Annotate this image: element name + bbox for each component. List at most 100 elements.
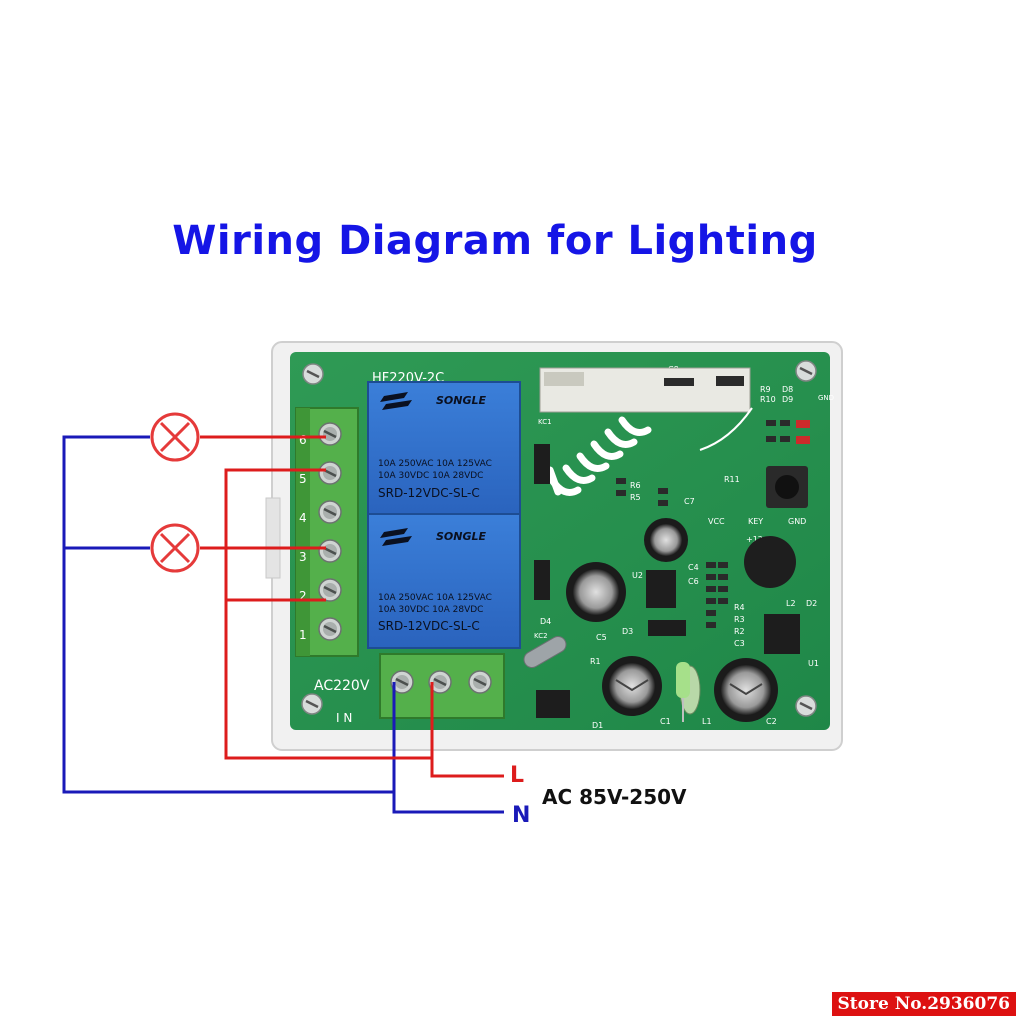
- capacitor-c1: [602, 656, 662, 716]
- label-l1: L1: [702, 717, 712, 726]
- rf-crystal: [544, 372, 584, 386]
- label-r3: R3: [734, 615, 745, 624]
- label-u2: U2: [632, 571, 643, 580]
- lamp-2-icon: [150, 523, 200, 573]
- antenna-wire: [699, 407, 753, 451]
- lamp-1-icon: [150, 412, 200, 462]
- label-c4: C4: [688, 563, 699, 572]
- label-plus12: +12: [746, 535, 763, 544]
- diode-d4: [534, 560, 550, 600]
- input-terminal-block: [379, 653, 505, 719]
- live-label: L: [510, 763, 524, 788]
- mount-screw: [301, 362, 325, 386]
- label-d1: D1: [592, 721, 603, 730]
- relay-2-rating-1: 10A 250VAC 10A 125VAC: [378, 593, 492, 603]
- label-c5: C5: [596, 633, 607, 642]
- neutral-wire-lamps: [62, 435, 394, 794]
- capacitor-c7: [644, 518, 688, 562]
- smd-diode: [664, 378, 694, 386]
- label-r10: R10: [760, 395, 776, 404]
- label-d2: D2: [806, 599, 817, 608]
- live-wiring: [200, 435, 504, 778]
- bridge-rectifier-d1: [536, 690, 570, 718]
- diode-kc1: [534, 444, 550, 484]
- smd-component: [716, 376, 744, 386]
- diode-d3: [648, 620, 686, 636]
- label-u1: U1: [808, 659, 819, 668]
- in-label: I N: [336, 711, 352, 725]
- voltage-label: AC 85V-250V: [542, 785, 687, 809]
- label-r2: R2: [734, 627, 745, 636]
- label-r11: R11: [724, 475, 740, 484]
- label-c6: C6: [688, 577, 699, 586]
- label-r4: R4: [734, 603, 745, 612]
- terminal-number: 3: [299, 550, 307, 564]
- label-kc2: KC2: [534, 632, 548, 640]
- label-kc1: KC1: [538, 418, 552, 426]
- terminal-number: 5: [299, 472, 307, 486]
- label-c3: C3: [734, 639, 745, 648]
- relay-1-model: SRD-12VDC-SL-C: [378, 486, 480, 500]
- neutral-wire-input: [392, 682, 504, 814]
- relay-1-brand: SONGLE: [436, 394, 487, 407]
- terminal-screw-2[interactable]: [317, 577, 343, 603]
- songle-logo-icon: [380, 392, 412, 410]
- store-watermark: Store No.2936076: [831, 992, 1016, 1016]
- capacitor-c2: [714, 658, 778, 722]
- live-wire-common: [224, 468, 432, 760]
- capacitor-c5: [566, 562, 626, 622]
- input-screw-3[interactable]: [467, 669, 493, 695]
- varistor-kc2: [523, 636, 567, 668]
- mount-screw: [300, 692, 324, 716]
- label-r6: R6: [630, 481, 641, 490]
- terminal-screw-1[interactable]: [317, 616, 343, 642]
- label-vcc: VCC: [708, 517, 725, 526]
- terminal-screw-5[interactable]: [317, 460, 343, 486]
- ic-u1: [764, 614, 800, 654]
- label-gnd-top: GND: [818, 394, 834, 402]
- key-cap: [775, 475, 799, 499]
- relay-2-rating-2: 10A 30VDC 10A 28VDC: [378, 605, 483, 615]
- terminal-number: 6: [299, 433, 307, 447]
- label-d3: D3: [622, 627, 633, 636]
- ic-u2: [646, 570, 676, 608]
- smd-resistor-array: [616, 420, 790, 628]
- label-r5: R5: [630, 493, 641, 502]
- terminal-number: 2: [299, 589, 307, 603]
- diagram-title: Wiring Diagram for Lighting: [172, 218, 818, 264]
- label-c7: C7: [684, 497, 695, 506]
- label-c1: C1: [660, 717, 671, 726]
- relay-2-brand: SONGLE: [436, 530, 487, 543]
- relay-1: SONGLE 10A 250VAC 10A 125VAC 10A 30VDC 1…: [367, 381, 521, 517]
- inductor-l2: [744, 536, 796, 588]
- live-wire-input: [430, 682, 504, 778]
- label-r9: R9: [760, 385, 771, 394]
- terminal-screw-3[interactable]: [317, 538, 343, 564]
- green-led: [676, 662, 690, 698]
- terminal-number: 1: [299, 628, 307, 642]
- relay-2-model: SRD-12VDC-SL-C: [378, 619, 480, 633]
- relay-2: SONGLE 10A 250VAC 10A 125VAC 10A 30VDC 1…: [367, 513, 521, 649]
- relay-1-rating-2: 10A 30VDC 10A 28VDC: [378, 471, 483, 481]
- terminal-screw-4[interactable]: [317, 499, 343, 525]
- label-l2: L2: [786, 599, 796, 608]
- indicator-leds: [796, 420, 810, 444]
- songle-logo-icon: [380, 528, 412, 546]
- label-d8: D8: [782, 385, 793, 394]
- terminal-number: 4: [299, 511, 307, 525]
- input-label: AC220V: [314, 678, 370, 694]
- label-gnd: GND: [788, 517, 806, 526]
- label-c2: C2: [766, 717, 777, 726]
- mount-screw: [794, 694, 818, 718]
- label-d9: D9: [782, 395, 793, 404]
- relay-1-rating-1: 10A 250VAC 10A 125VAC: [378, 459, 492, 469]
- label-d4: D4: [540, 617, 551, 626]
- label-r1: R1: [590, 657, 601, 666]
- mount-screw: [794, 359, 818, 383]
- antenna-coil: [546, 416, 652, 496]
- neutral-wiring: [62, 435, 504, 814]
- terminal-screw-6[interactable]: [317, 421, 343, 447]
- output-terminal-block: 6 5 4 3 2 1: [295, 407, 359, 657]
- label-key: KEY: [748, 517, 763, 526]
